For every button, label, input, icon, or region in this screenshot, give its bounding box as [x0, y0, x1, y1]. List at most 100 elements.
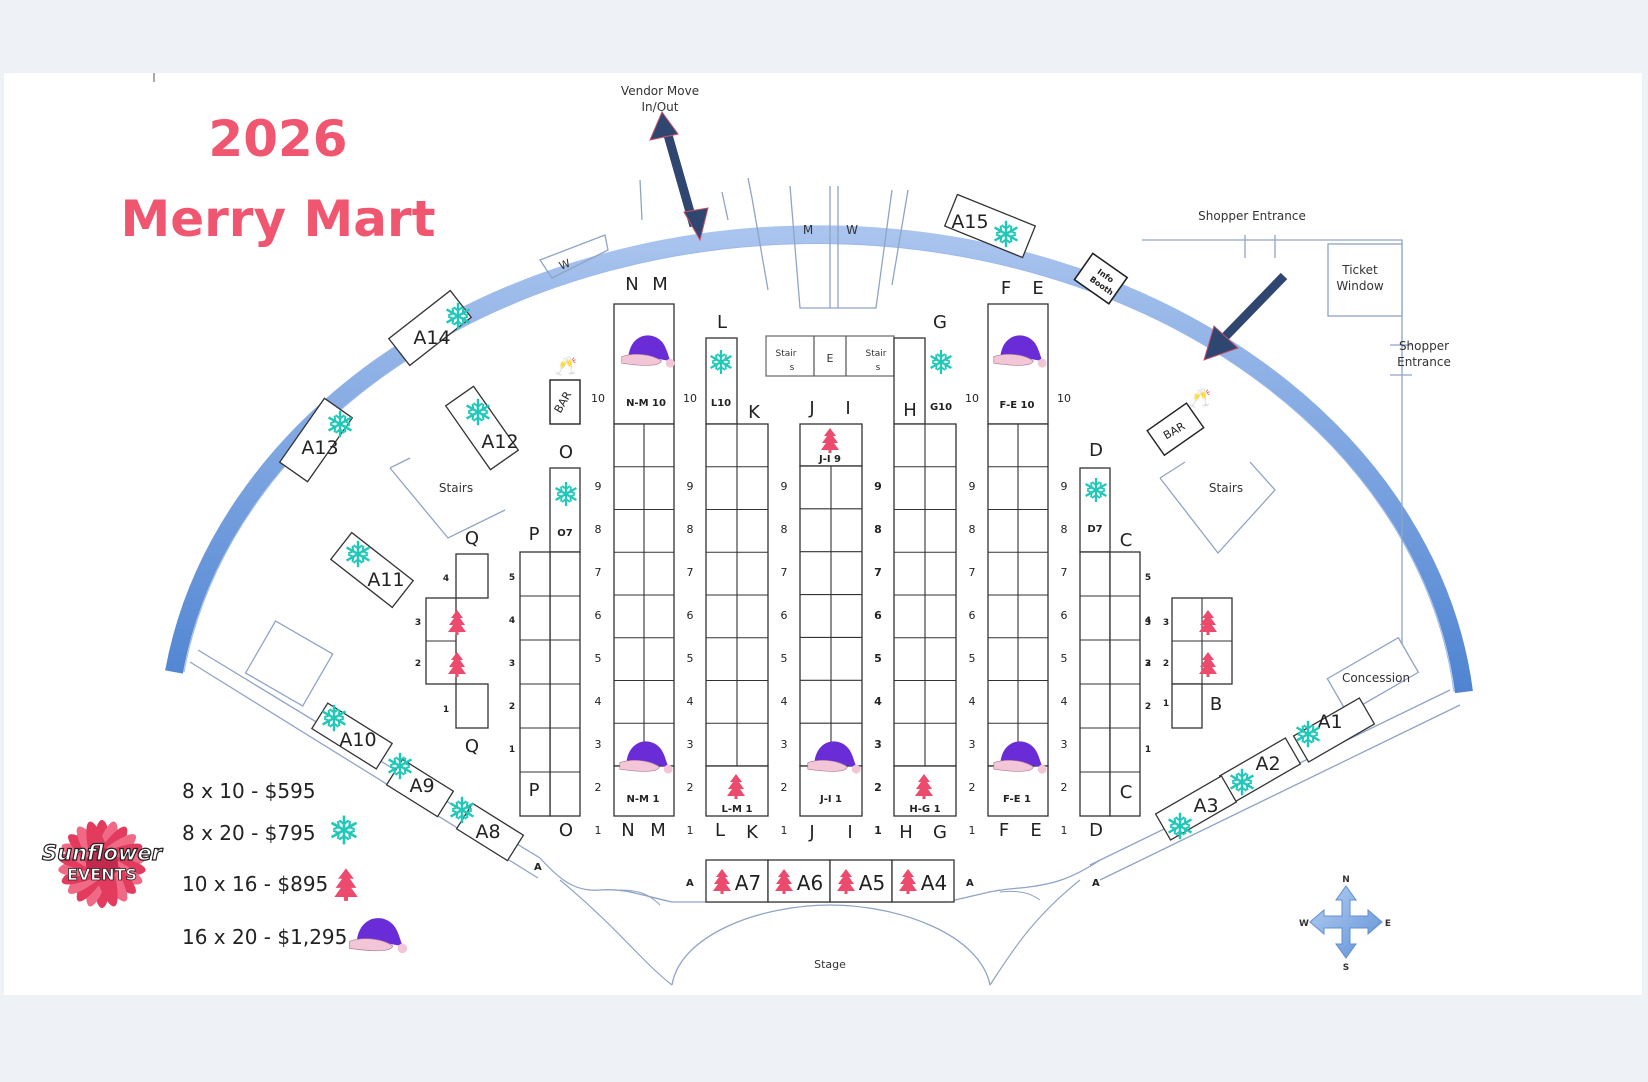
row-label: E: [1030, 820, 1041, 841]
booth-number: 7: [1061, 566, 1068, 579]
booth-number: 8: [781, 523, 788, 536]
booth-number: 2: [874, 781, 882, 794]
row-label: N: [621, 820, 634, 841]
legend-item: 16 x 20 - $1,295: [182, 925, 347, 949]
booth-number: 2: [969, 781, 976, 794]
aisle-a-label: A: [1092, 878, 1100, 889]
tree-icon: [1199, 652, 1217, 677]
booth-label-ji9: J-I 9: [818, 454, 841, 465]
flower-center: [86, 848, 118, 880]
premium-booth-label: A14: [413, 327, 450, 349]
booth-number: 4: [1145, 616, 1151, 626]
booth-number: 1: [874, 824, 882, 837]
row-label: D: [1089, 820, 1103, 841]
premium-booth-label: A1: [1317, 711, 1342, 733]
booth-number: 2: [415, 659, 421, 669]
snowflake-icon: [555, 482, 577, 506]
booth-numbers: 1098765432110987654321987654321987654321…: [415, 392, 1169, 837]
santa-hat-icon: [993, 335, 1047, 368]
stairs-label: Stair: [866, 349, 887, 359]
premium-booth-label: A15: [951, 211, 988, 233]
booth-number: 9: [781, 480, 788, 493]
booth-number: 2: [1145, 702, 1151, 712]
booth-number: 5: [687, 652, 694, 665]
booth-number: 3: [969, 738, 976, 751]
booth-number: 1: [443, 705, 449, 715]
row-label: I: [845, 398, 850, 419]
booth-number: 10: [1057, 392, 1071, 405]
premium-booth-label: A2: [1255, 753, 1280, 775]
row-q-1: [455, 683, 489, 729]
logo-text: Sunflower: [42, 841, 164, 865]
row-label: B: [1210, 694, 1222, 715]
row-q-4: [455, 553, 489, 599]
booth-number: 6: [874, 609, 882, 622]
aisle-a-label: A: [966, 878, 974, 889]
row-label: P: [529, 780, 540, 801]
champagne-icon: 🥂: [1189, 388, 1211, 409]
row-label: O: [559, 442, 573, 463]
premium-booth-label: A5: [859, 871, 885, 895]
booth-number: 3: [509, 659, 515, 669]
row-label: H: [903, 400, 917, 421]
booth-ji1: [799, 765, 863, 817]
row-label: C: [1120, 530, 1133, 551]
snowflake-icon: [327, 410, 353, 438]
tree-icon: [899, 869, 917, 894]
logo-subtext: EVENTS: [67, 865, 137, 884]
event-title: Merry Mart: [120, 190, 435, 248]
booth-number: 4: [874, 695, 882, 708]
row-label: G: [933, 822, 947, 843]
snowflake-icon: [445, 302, 471, 330]
tree-icon: [821, 428, 839, 453]
booth-number: 3: [415, 618, 421, 628]
shopper-entrance-top: Shopper Entrance: [1198, 209, 1306, 223]
santa-hat-icon: [619, 741, 673, 774]
booth-number: 3: [1163, 618, 1169, 628]
row-label: I: [847, 822, 852, 843]
premium-booth-label: A8: [475, 821, 500, 843]
booth-fe1: [987, 765, 1049, 817]
booth-number: 2: [509, 702, 515, 712]
booth-number: 4: [443, 574, 449, 584]
booth-number: 9: [687, 480, 694, 493]
tree-icon: [448, 610, 466, 635]
aisle-a-label: A: [534, 862, 542, 873]
booth-number: 9: [969, 480, 976, 493]
booth-number: 8: [687, 523, 694, 536]
premium-booth-label: A4: [921, 871, 947, 895]
info-booth: [1073, 252, 1129, 305]
tree-icon: [915, 774, 933, 799]
shopper-entrance-side: Shopper: [1399, 339, 1449, 353]
santa-hat-icon: [621, 335, 675, 368]
premium-booth: [444, 385, 520, 471]
row-label: N: [625, 274, 638, 295]
premium-booth-label: A10: [339, 729, 376, 751]
stairs-label: s: [876, 363, 881, 373]
booth-label-fe10: F-E 10: [1000, 400, 1035, 411]
row-label: F: [999, 820, 1009, 841]
booth-label-nm10: N-M 10: [626, 398, 666, 409]
premium-booth-label: A13: [301, 437, 338, 459]
booth-number: 4: [595, 695, 602, 708]
booth-number: 2: [781, 781, 788, 794]
snowflake-icon: [710, 350, 732, 374]
booth-number: 2: [1145, 659, 1151, 669]
premium-booth: [1292, 697, 1376, 763]
booth-number: 9: [1061, 480, 1068, 493]
compass-e: E: [1385, 919, 1391, 929]
booth-label-d7: D7: [1087, 524, 1102, 535]
booth-number: 3: [1145, 659, 1151, 669]
tree-icon: [775, 869, 793, 894]
booth-number: 7: [781, 566, 788, 579]
snowflake-icon: [465, 398, 491, 426]
row-label: J: [808, 398, 814, 419]
stage-label: Stage: [814, 958, 846, 971]
ticket-window-label: Ticket: [1341, 263, 1378, 277]
booth-number: 3: [781, 738, 788, 751]
tree-icon: [713, 869, 731, 894]
booth-number: 1: [509, 745, 515, 755]
premium-booth-label: A7: [735, 871, 761, 895]
booth-number: 1: [687, 824, 694, 837]
